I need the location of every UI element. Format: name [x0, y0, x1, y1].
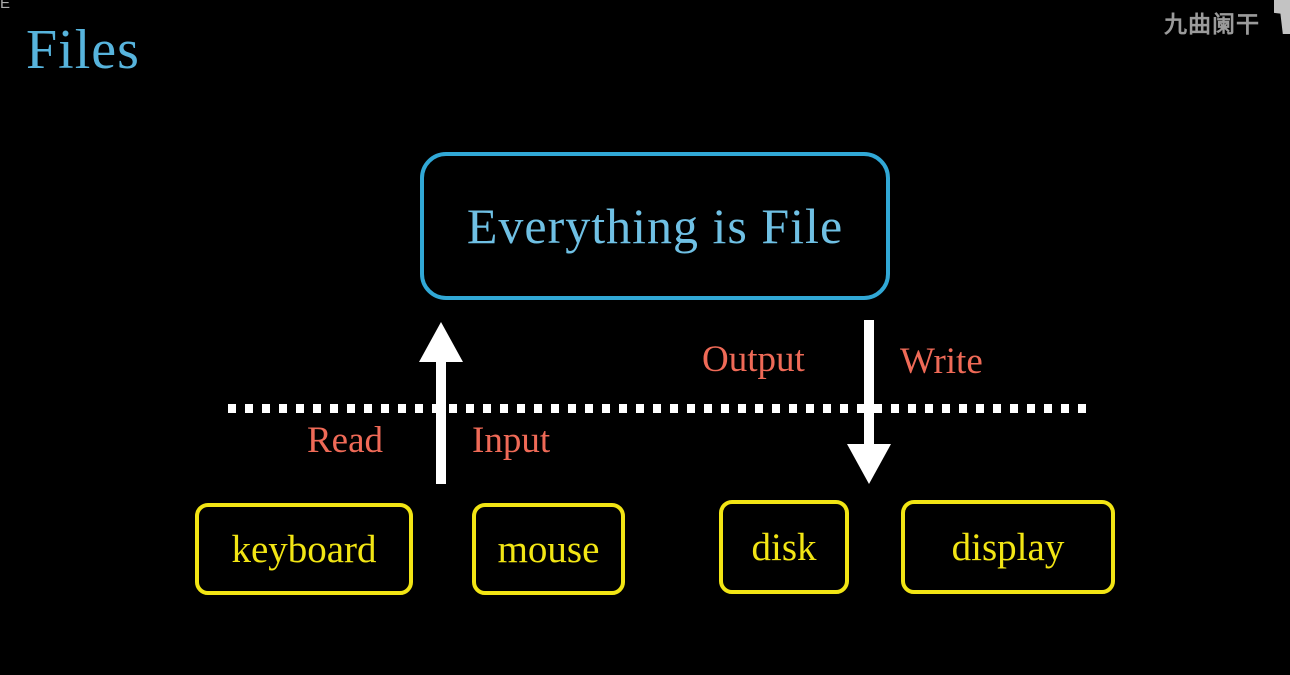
corner-glyph-icon: E — [0, 0, 11, 12]
device-box-display: display — [901, 500, 1115, 594]
corner-logo-icon — [1274, 0, 1290, 34]
read-input-arrow-up-icon — [419, 322, 463, 484]
everything-is-file-box: Everything is File — [420, 152, 890, 300]
device-box-keyboard: keyboard — [195, 503, 413, 595]
device-label-disk: disk — [751, 525, 817, 569]
page-title: Files — [26, 19, 140, 81]
arrow-up-head-icon — [419, 322, 463, 362]
device-label-display: display — [951, 525, 1065, 569]
kernel-boundary-divider — [228, 404, 1086, 413]
label-output: Output — [702, 339, 805, 380]
label-input: Input — [472, 420, 551, 461]
device-box-mouse: mouse — [472, 503, 625, 595]
arrow-down-head-icon — [847, 444, 891, 484]
arrow-up-shaft — [436, 358, 446, 484]
label-read: Read — [307, 420, 384, 461]
device-box-disk: disk — [719, 500, 849, 594]
label-write: Write — [900, 341, 983, 382]
write-output-arrow-down-icon — [847, 320, 891, 484]
watermark-text: 九曲阑干 — [1164, 11, 1260, 37]
arrow-down-shaft — [864, 320, 874, 448]
device-label-mouse: mouse — [497, 527, 600, 571]
device-label-keyboard: keyboard — [231, 527, 377, 571]
everything-is-file-label: Everything is File — [466, 198, 844, 254]
